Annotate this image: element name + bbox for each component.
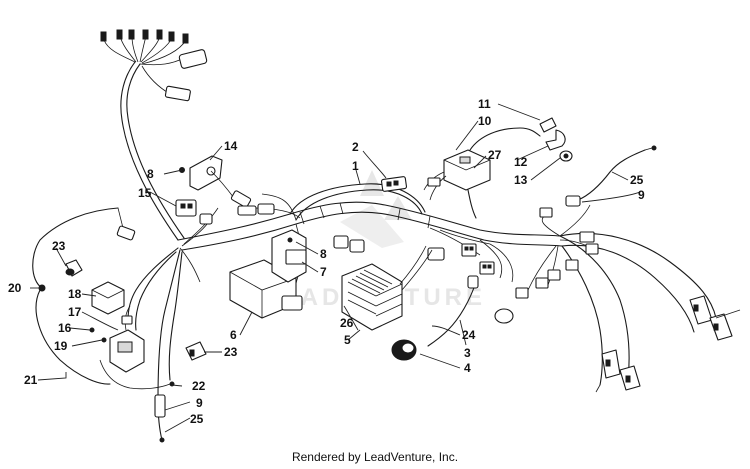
callout-9-bottom: 9	[196, 396, 203, 410]
callout-8-left: 8	[147, 167, 154, 181]
fasteners	[89, 327, 107, 343]
callout-11: 11	[478, 97, 491, 111]
ignition-switch	[391, 339, 417, 361]
hose-fittings	[539, 117, 573, 162]
callout-17: 17	[68, 305, 82, 319]
callout-20: 20	[8, 281, 22, 295]
callout-23-bottom: 23	[224, 345, 238, 359]
callout-27: 27	[488, 148, 502, 162]
callout-7: 7	[320, 265, 327, 279]
callout-8-right: 8	[320, 247, 327, 261]
callout-24: 24	[462, 328, 476, 342]
callout-6: 6	[230, 328, 237, 342]
callout-25-right: 25	[630, 173, 644, 187]
top-connector-cluster	[100, 29, 208, 102]
callout-4: 4	[464, 361, 471, 375]
callout-26: 26	[340, 316, 354, 330]
callout-1: 1	[352, 159, 359, 173]
callout-labels: 1 2 3 4 5 6 7 8 8 9 9 10 11 12 13 14 15 …	[8, 97, 645, 426]
lighting-connectors	[595, 295, 741, 393]
callout-19: 19	[54, 339, 68, 353]
bulb-plug	[185, 341, 207, 361]
relay-assembly	[91, 281, 145, 373]
right-lead	[565, 145, 657, 207]
tail-connector	[154, 394, 166, 443]
sensor-assembly	[423, 127, 541, 219]
trunk-connectors	[237, 176, 445, 261]
callout-5: 5	[344, 333, 351, 347]
callout-15: 15	[138, 186, 152, 200]
callout-14: 14	[224, 139, 238, 153]
callout-22: 22	[192, 379, 206, 393]
callout-23-top: 23	[52, 239, 66, 253]
callout-16: 16	[58, 321, 72, 335]
callout-3: 3	[464, 346, 471, 360]
callout-18: 18	[68, 287, 82, 301]
callout-21: 21	[24, 373, 38, 387]
callout-9-right: 9	[638, 188, 645, 202]
mounting-bracket	[179, 155, 252, 208]
connector-plug	[175, 199, 213, 225]
leader-lines	[30, 103, 641, 433]
callout-12: 12	[514, 155, 528, 169]
right-connectors	[461, 207, 599, 299]
callout-2: 2	[352, 140, 359, 154]
callout-13: 13	[514, 173, 528, 187]
render-credit: Rendered by LeadVenture, Inc.	[291, 450, 459, 464]
callout-25-bottom: 25	[190, 412, 204, 426]
callout-10: 10	[478, 114, 492, 128]
bulb-socket	[65, 259, 83, 277]
voltage-regulator	[341, 245, 433, 331]
lower-lead	[99, 359, 175, 390]
